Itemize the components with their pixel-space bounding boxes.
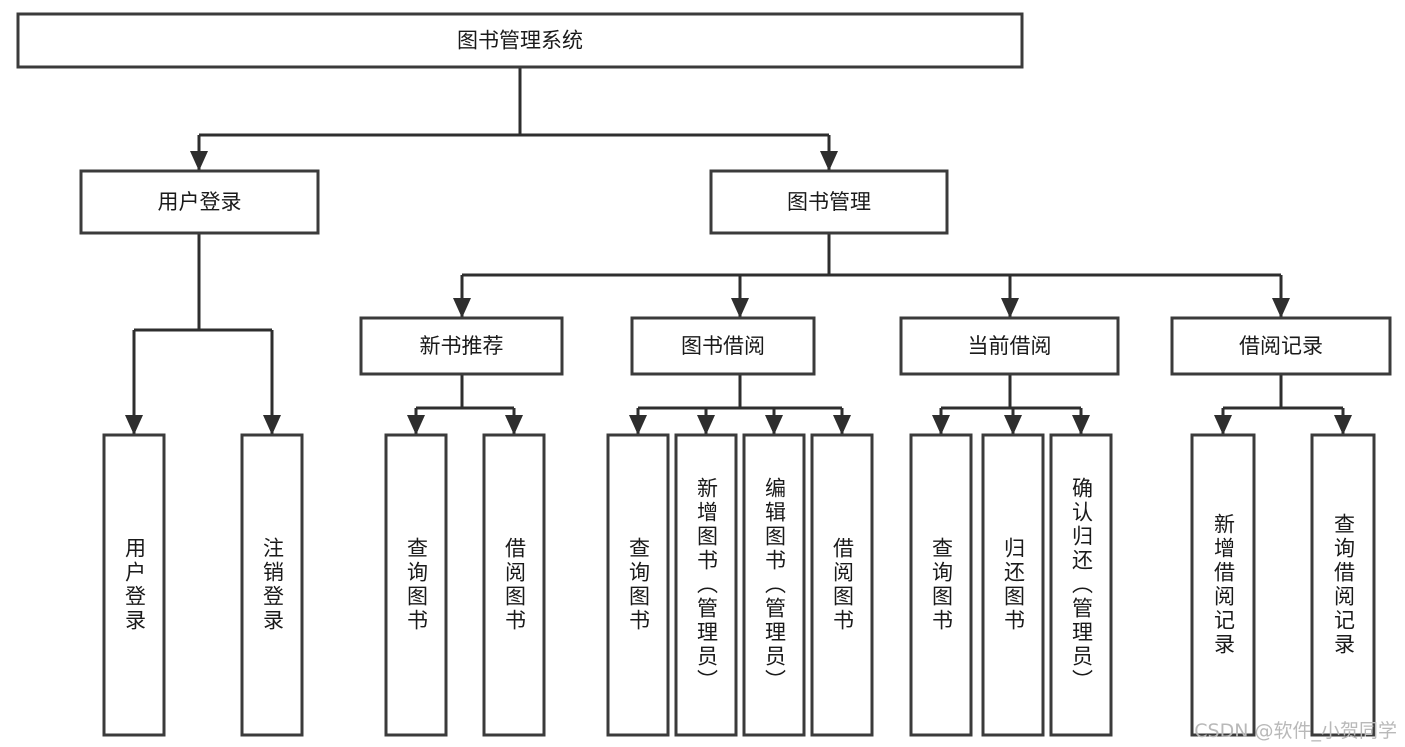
node-box-current-borrow[interactable] (899, 316, 1120, 376)
csdn-watermark: CSDN @软件_小贺同学 (1194, 720, 1397, 742)
node-box-leaf-borrow-book-1[interactable] (482, 433, 546, 737)
arrow-head-icon (1001, 298, 1019, 318)
arrow-head-icon (833, 415, 851, 435)
node-box-leaf-logout[interactable] (240, 433, 304, 737)
node-box-leaf-query-book-1[interactable] (384, 433, 448, 737)
node-label-book-borrow: 图书借阅 (681, 334, 765, 358)
arrow-head-icon (125, 415, 143, 435)
node-box-leaf-query-book-2[interactable] (606, 433, 670, 737)
node-box-user-login[interactable] (79, 169, 320, 235)
node-box-leaf-confirm-return[interactable] (1049, 433, 1113, 737)
arrow-head-icon (505, 415, 523, 435)
arrow-head-icon (820, 151, 838, 171)
arrow-head-icon (932, 415, 950, 435)
node-box-root[interactable] (16, 12, 1024, 69)
arrow-head-icon (190, 151, 208, 171)
node-box-leaf-add-record[interactable] (1190, 433, 1256, 737)
node-label-new-book-rec: 新书推荐 (420, 334, 504, 358)
node-box-leaf-user-login[interactable] (102, 433, 166, 737)
node-label-borrow-record: 借阅记录 (1239, 334, 1323, 358)
arrow-head-icon (629, 415, 647, 435)
node-label-root: 图书管理系统 (457, 29, 583, 53)
arrow-head-icon (1004, 415, 1022, 435)
node-boxes-layer (16, 12, 1392, 737)
arrow-head-icon (1334, 415, 1352, 435)
arrow-head-icon (407, 415, 425, 435)
node-box-leaf-add-book[interactable] (674, 433, 738, 737)
arrow-head-icon (1214, 415, 1232, 435)
arrow-head-icon (731, 298, 749, 318)
connectors-layer (125, 67, 1352, 435)
node-label-book-manage: 图书管理 (787, 190, 871, 214)
node-box-leaf-return-book[interactable] (981, 433, 1045, 737)
node-box-book-manage[interactable] (709, 169, 949, 235)
node-box-leaf-query-book-3[interactable] (909, 433, 973, 737)
node-label-user-login: 用户登录 (158, 190, 242, 214)
node-label-current-borrow: 当前借阅 (968, 334, 1052, 358)
node-box-borrow-record[interactable] (1170, 316, 1392, 376)
arrow-head-icon (263, 415, 281, 435)
node-box-leaf-query-record[interactable] (1310, 433, 1376, 737)
node-box-leaf-edit-book[interactable] (742, 433, 806, 737)
node-box-new-book-rec[interactable] (359, 316, 564, 376)
node-box-book-borrow[interactable] (630, 316, 816, 376)
node-box-leaf-borrow-book-2[interactable] (810, 433, 874, 737)
arrow-head-icon (453, 298, 471, 318)
arrow-head-icon (1272, 298, 1290, 318)
arrow-head-icon (697, 415, 715, 435)
arrow-head-icon (765, 415, 783, 435)
arrow-head-icon (1072, 415, 1090, 435)
